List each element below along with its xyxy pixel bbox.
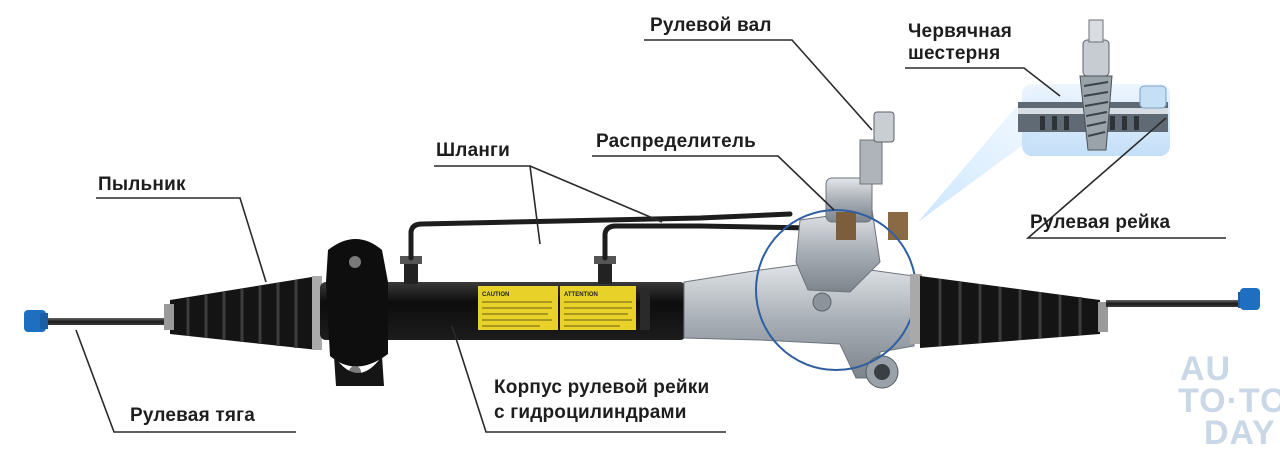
label-housing-line1: Корпус рулевой рейки xyxy=(494,377,710,398)
label-housing-line2: с гидроцилиндрами xyxy=(494,402,687,423)
right-tie-rod xyxy=(1106,288,1260,310)
label-worm-gear-line1: Червячная xyxy=(908,21,1012,42)
label-boot: Пыльник xyxy=(98,174,186,195)
label-hoses: Шланги xyxy=(436,140,510,161)
warning-sticker-left: CAUTION xyxy=(478,286,558,330)
watermark-line3: DAY xyxy=(1204,414,1276,452)
watermark-line1: AU xyxy=(1180,350,1232,388)
label-distributor: Распределитель xyxy=(596,131,757,152)
leader-lines xyxy=(75,39,1226,433)
sticker-left-title: CAUTION xyxy=(482,292,509,298)
label-steering-rack: Рулевая рейка xyxy=(1030,212,1171,233)
warning-sticker-right: ATTENTION xyxy=(560,286,636,330)
left-boot xyxy=(164,276,322,350)
worm-gear-inset xyxy=(1018,19,1170,156)
left-tie-rod xyxy=(24,310,174,332)
label-steering-shaft: Рулевой вал xyxy=(650,15,772,36)
watermark-line2: TO·TO xyxy=(1178,382,1280,420)
right-boot xyxy=(910,274,1108,348)
hoses xyxy=(408,211,815,261)
label-worm-gear-line2: шестерня xyxy=(908,43,1001,64)
sticker-right-title: ATTENTION xyxy=(564,292,598,298)
label-tie-rod: Рулевая тяга xyxy=(130,405,256,426)
valve-housing xyxy=(683,111,915,389)
